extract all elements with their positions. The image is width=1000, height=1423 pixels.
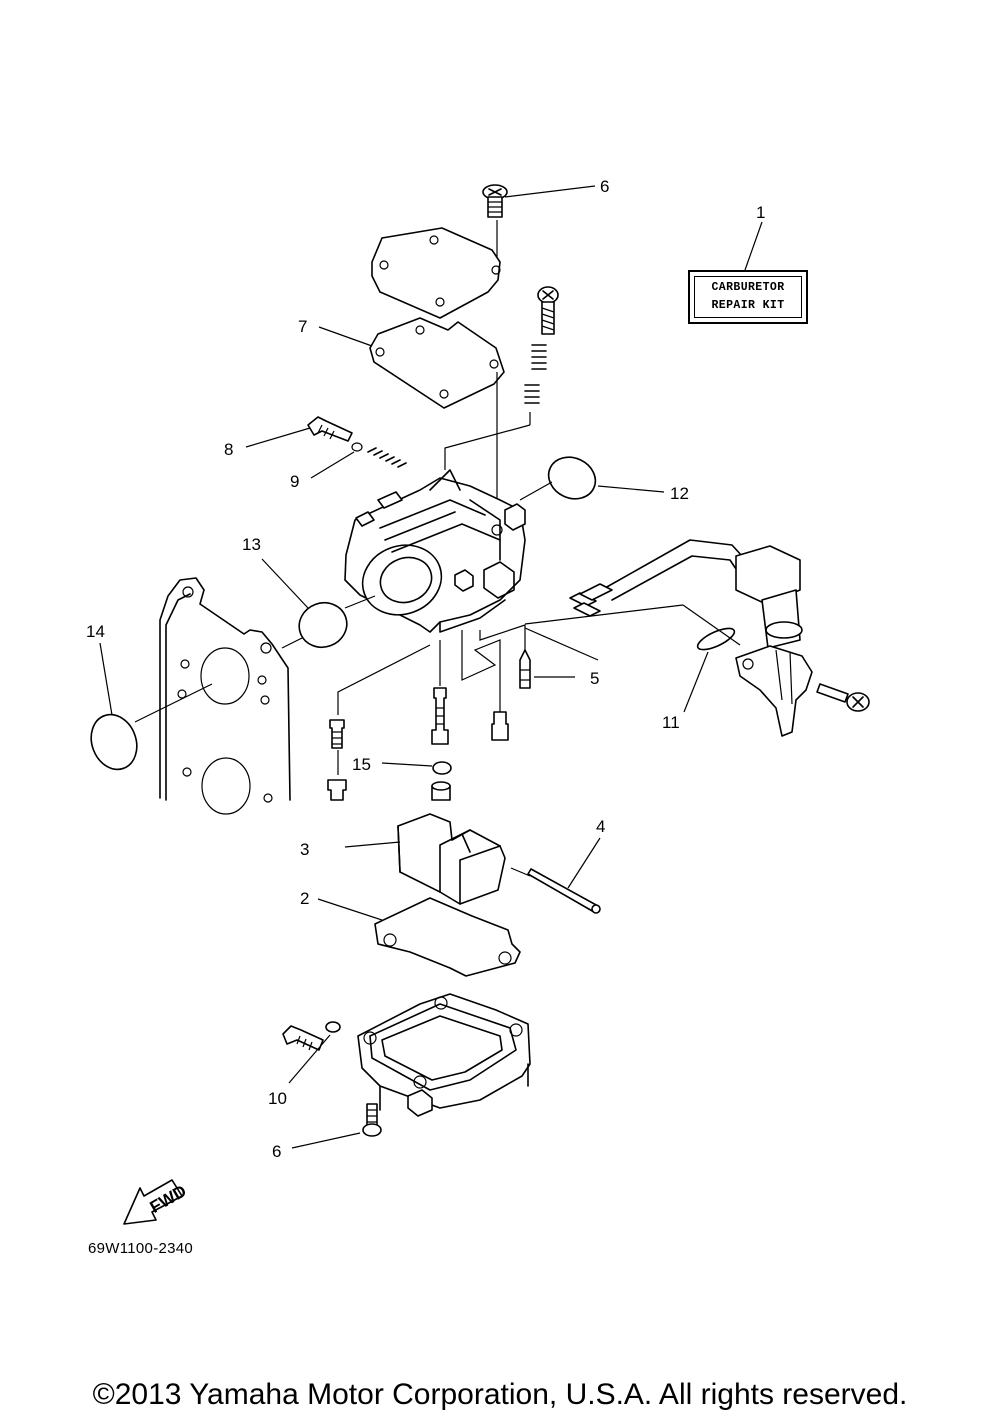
diagram-code: 69W1100-2340 — [88, 1240, 194, 1257]
callout-14: 14 — [86, 622, 105, 641]
main-nozzle — [431, 687, 449, 745]
float — [397, 813, 506, 905]
o-ring-12 — [547, 456, 597, 500]
idle-adjust-screw — [537, 286, 559, 335]
float-chamber — [357, 993, 531, 1117]
pilot-spring — [367, 447, 407, 468]
kit-label-line1: CARBURETOR — [711, 281, 785, 294]
callout-3: 3 — [300, 840, 309, 859]
solenoid-screw — [816, 683, 870, 712]
plug-bolt-left — [327, 779, 347, 801]
main-jet-left — [329, 719, 345, 749]
o-ring-10 — [325, 1021, 341, 1033]
carburetor-body — [344, 469, 526, 633]
callout-5: 5 — [590, 669, 599, 688]
diaphragm-cover — [371, 227, 501, 319]
pilot-jet — [491, 711, 509, 741]
callout-12: 12 — [670, 484, 689, 503]
callout-9: 9 — [290, 472, 299, 491]
o-ring-14 — [90, 713, 138, 771]
o-ring-13 — [298, 601, 348, 649]
callout-10: 10 — [268, 1089, 287, 1108]
callout-1: 1 — [756, 203, 765, 222]
o-ring-11 — [696, 627, 736, 651]
plug — [431, 781, 451, 801]
diaphragm-gasket — [369, 317, 505, 409]
copyright-notice: ©2013 Yamaha Motor Corporation, U.S.A. A… — [92, 1378, 908, 1411]
callout-8: 8 — [224, 440, 233, 459]
kit-label-line2: REPAIR KIT — [711, 299, 785, 312]
top-screw — [482, 184, 508, 218]
intake-gasket — [159, 577, 291, 815]
spring-upper — [524, 344, 547, 404]
lower-screw — [362, 1103, 382, 1137]
needle-valve — [519, 649, 531, 689]
callout-11: 11 — [662, 713, 680, 732]
callout-6-lower: 6 — [272, 1142, 281, 1161]
callout-6: 6 — [600, 177, 609, 196]
float-chamber-gasket — [374, 897, 521, 977]
pilot-screw — [307, 416, 353, 442]
callout-2: 2 — [300, 889, 309, 908]
callout-13: 13 — [242, 535, 261, 554]
drain-screw — [282, 1025, 324, 1051]
solenoid-assembly — [569, 539, 813, 737]
callout-4: 4 — [596, 817, 605, 836]
callout-7: 7 — [298, 317, 307, 336]
callout-15: 15 — [352, 755, 371, 774]
repair-kit-label: CARBURETOR REPAIR KIT — [688, 270, 808, 324]
float-pin — [527, 868, 601, 914]
fwd-arrow: FWD — [123, 1179, 190, 1225]
o-ring-15 — [432, 761, 452, 775]
